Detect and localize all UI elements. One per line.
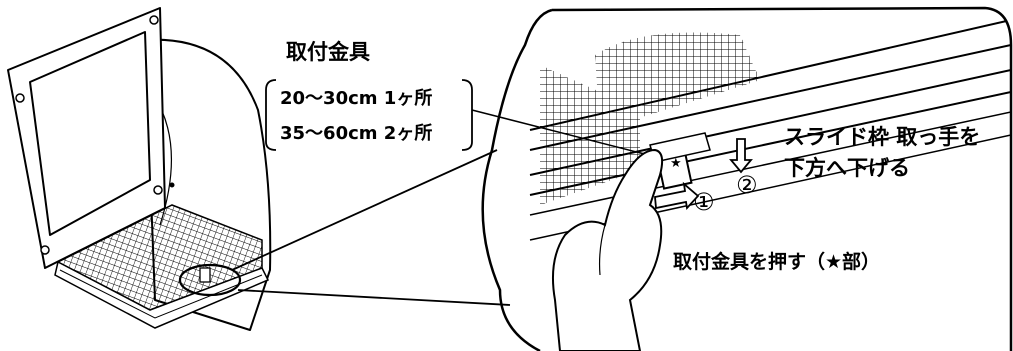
step-marker-2: ② bbox=[736, 171, 758, 199]
hand-illustration bbox=[552, 148, 664, 351]
bottom-filter bbox=[54, 204, 270, 329]
screw-hole-icon bbox=[149, 15, 159, 25]
detail-circle bbox=[178, 263, 242, 297]
callout-line-top bbox=[231, 149, 498, 271]
spec-bracket-left bbox=[265, 79, 277, 151]
step2-instruction-line2: 下方へ下げる bbox=[784, 156, 910, 180]
magnified-view bbox=[481, 6, 1013, 351]
screw-hole-icon bbox=[40, 245, 50, 255]
step2-instruction-line1: スライド枠 取っ手を bbox=[784, 125, 981, 149]
callout-bubble bbox=[481, 6, 1013, 351]
callout-line-bottom bbox=[237, 289, 511, 306]
screw-hole-icon bbox=[153, 185, 163, 195]
down-arrow-icon bbox=[729, 138, 753, 174]
step1-instruction: 取付金具を押す（★部） bbox=[673, 251, 881, 273]
spec-bracket-right bbox=[461, 79, 473, 151]
push-arrow-icon bbox=[654, 181, 700, 210]
star-mark-icon: ★ bbox=[670, 156, 682, 171]
spec-row-1: 20〜30cm 1ヶ所 bbox=[280, 88, 433, 109]
screw-hole-icon bbox=[15, 93, 25, 103]
mesh-screen-left bbox=[540, 65, 640, 205]
step-marker-1: ① bbox=[693, 188, 715, 216]
bracket-title: 取付金具 bbox=[286, 40, 370, 64]
spec-row-2: 35〜60cm 2ヶ所 bbox=[280, 123, 433, 144]
